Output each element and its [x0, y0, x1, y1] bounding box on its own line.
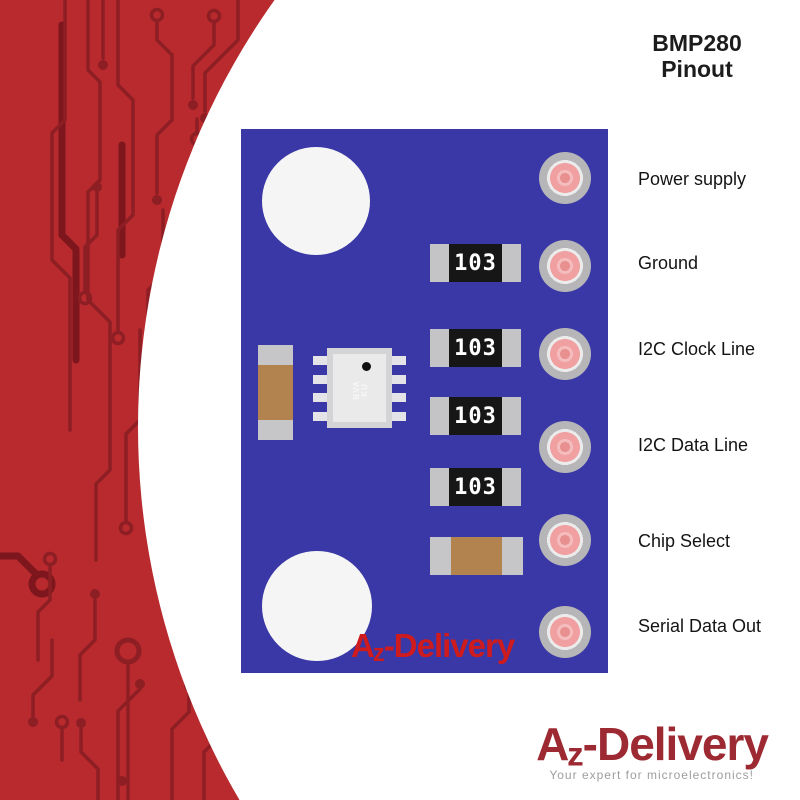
brand-a: A — [536, 718, 569, 770]
resistor-terminal — [502, 244, 521, 282]
capacitor-body — [451, 537, 502, 575]
pin-label-power-supply: Power supply — [638, 169, 747, 189]
pin-hole-sdo — [539, 606, 591, 658]
pin-hole-gnd — [539, 240, 591, 292]
capacitor-vertical — [258, 345, 293, 440]
pin-label-serial-data-out: Serial Data Out — [638, 616, 762, 636]
az-delivery-logo: Az-Delivery Your expert for microelectro… — [536, 718, 769, 782]
chip-pin1-dot — [362, 362, 371, 371]
chip-marking-line2: KU — [360, 383, 369, 397]
bmp280-sensor-chip: BVA KU — [327, 348, 392, 428]
watermark-a: A — [351, 627, 375, 664]
pin-hole-sda — [539, 421, 591, 473]
chip-pin — [313, 393, 327, 402]
resistor-value: 103 — [449, 397, 502, 435]
resistor-terminal — [430, 244, 449, 282]
resistor-terminal — [430, 397, 449, 435]
chip-pin — [313, 412, 327, 421]
chip-pin — [313, 375, 327, 384]
pin-hole-csb — [539, 514, 591, 566]
resistor-103: 103 — [430, 244, 521, 282]
resistor-terminal — [502, 329, 521, 367]
resistor-value: 103 — [449, 329, 502, 367]
mounting-hole-top — [262, 147, 370, 255]
bmp280-module-board: BVA KU 103 103 103 103 — [241, 129, 608, 673]
watermark-z: z — [372, 639, 385, 667]
chip-pin — [392, 356, 406, 365]
capacitor-terminal — [502, 537, 523, 575]
title-line1: BMP280 — [652, 30, 742, 56]
pin-hole-scl — [539, 328, 591, 380]
resistor-terminal — [502, 468, 521, 506]
brand-z: z — [567, 736, 584, 774]
resistor-value: 103 — [449, 468, 502, 506]
pin-label-i2c-clock: I2C Clock Line — [638, 339, 756, 359]
capacitor-terminal — [258, 420, 293, 440]
title-line2: Pinout — [661, 56, 733, 82]
pin-label-ground: Ground — [638, 253, 699, 273]
chip-marking: BVA KU — [352, 370, 369, 410]
pin-label-i2c-data: I2C Data Line — [638, 435, 749, 455]
brand-name: Az-Delivery — [536, 718, 769, 774]
capacitor-body — [258, 365, 293, 420]
pin-hole-vcc — [539, 152, 591, 204]
capacitor-terminal — [258, 345, 293, 365]
resistor-terminal — [430, 468, 449, 506]
resistor-terminal — [430, 329, 449, 367]
resistor-103: 103 — [430, 468, 521, 506]
resistor-103: 103 — [430, 397, 521, 435]
chip-pin — [392, 412, 406, 421]
capacitor-terminal — [430, 537, 451, 575]
resistor-terminal — [502, 397, 521, 435]
chip-pin — [392, 375, 406, 384]
page-title: BMP280 Pinout — [612, 30, 782, 82]
chip-pin — [313, 356, 327, 365]
chip-inner-face — [333, 354, 386, 422]
pin-label-chip-select: Chip Select — [638, 531, 731, 551]
mounting-hole-bottom — [262, 551, 372, 661]
brand-tagline: Your expert for microelectronics! — [549, 768, 754, 782]
watermark-name: -Delivery — [383, 627, 515, 664]
resistor-value: 103 — [449, 244, 502, 282]
board-watermark: Az-Delivery — [351, 627, 515, 667]
chip-pin — [392, 393, 406, 402]
brand-rest: -Delivery — [582, 718, 769, 770]
resistor-103: 103 — [430, 329, 521, 367]
capacitor-horizontal — [430, 537, 523, 575]
